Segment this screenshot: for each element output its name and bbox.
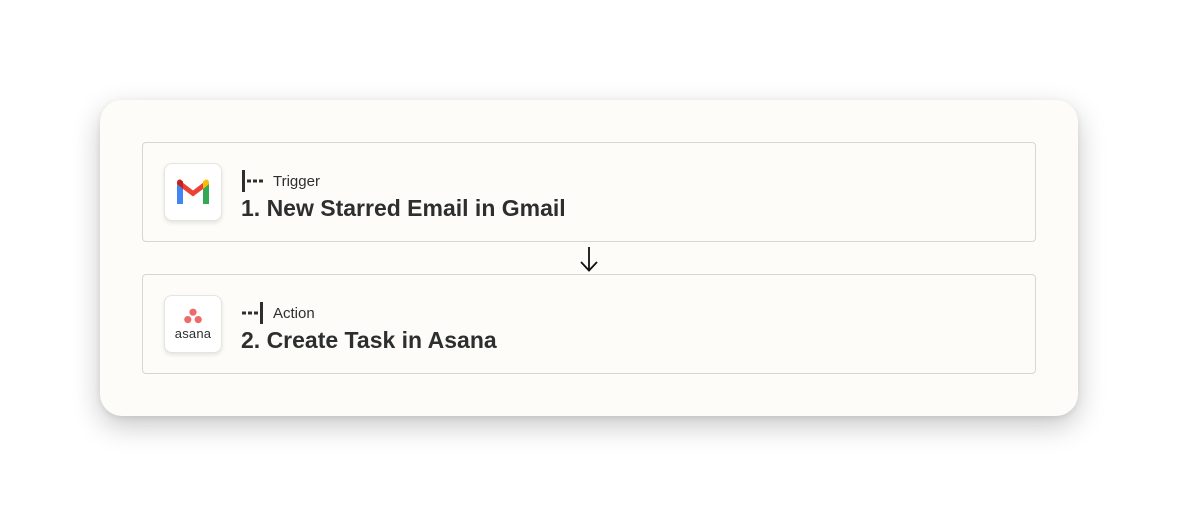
gmail-logo-icon [164, 163, 222, 221]
trigger-icon [242, 170, 263, 192]
step-kind-label: Action [273, 304, 315, 322]
action-step[interactable]: asana Action 2. Create Task in Asana [142, 274, 1036, 374]
asana-wordmark: asana [174, 325, 212, 341]
asana-logo-icon: asana [164, 295, 222, 353]
trigger-step[interactable]: Trigger 1. New Starred Email in Gmail [142, 142, 1036, 242]
zap-workflow-card: Trigger 1. New Starred Email in Gmail as… [100, 100, 1078, 416]
step-kind-row: Trigger [241, 169, 320, 193]
asana-dots-icon [184, 308, 202, 323]
step-kind-row: Action [241, 301, 315, 325]
step-title: 2. Create Task in Asana [241, 327, 497, 353]
step-title: 1. New Starred Email in Gmail [241, 195, 566, 221]
action-icon [242, 302, 263, 324]
arrow-down-icon [580, 247, 598, 272]
step-kind-label: Trigger [273, 172, 320, 190]
